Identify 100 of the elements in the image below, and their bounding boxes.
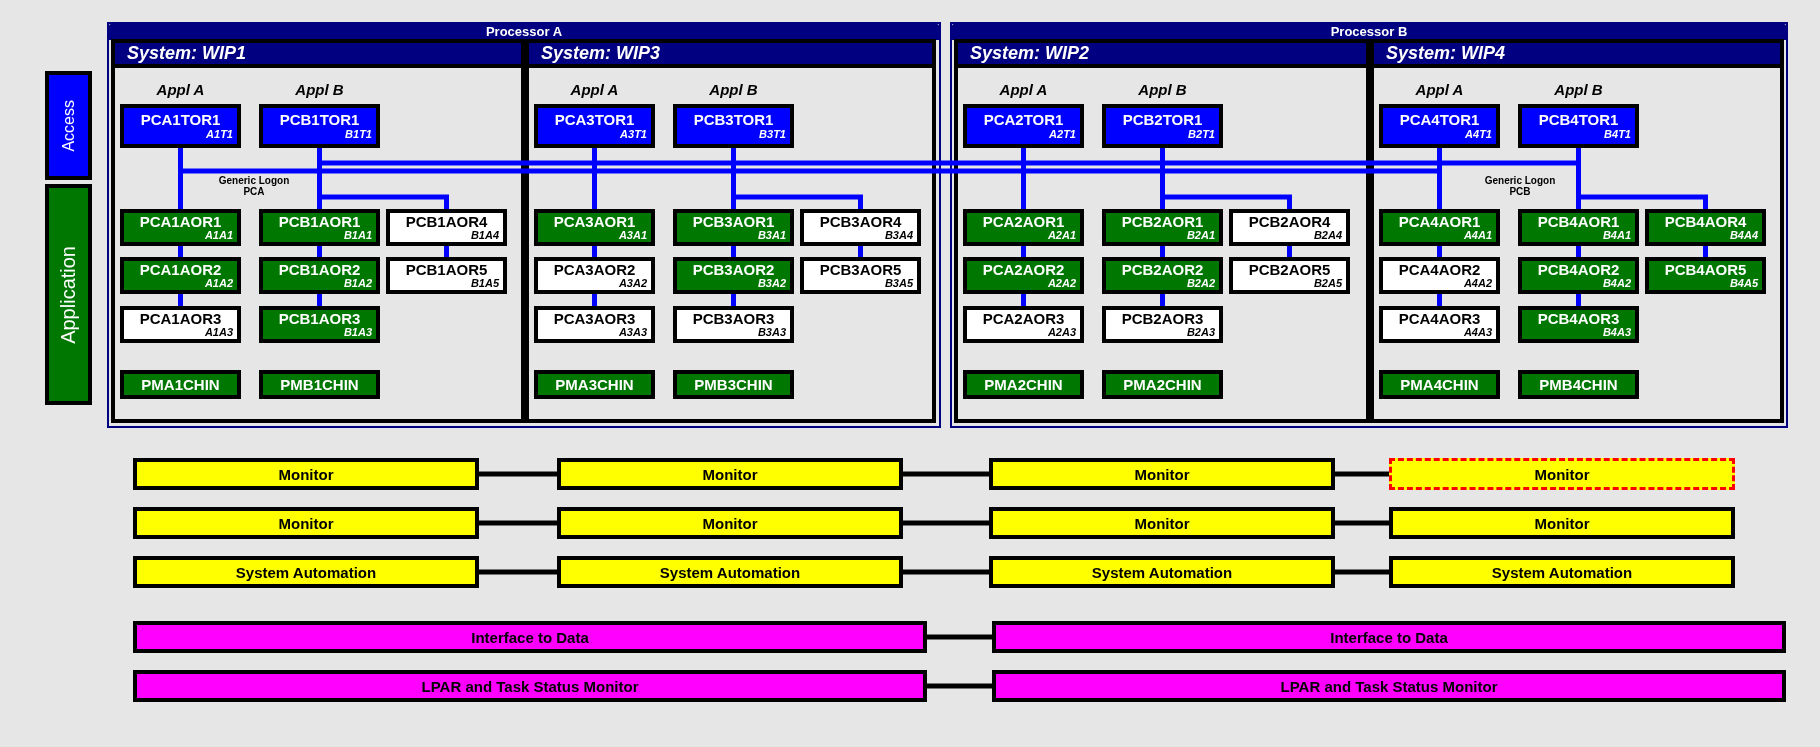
region-box [534, 370, 655, 399]
region-box [673, 306, 794, 343]
layer-bar [45, 71, 92, 180]
monitor-bar [989, 556, 1335, 588]
monitor-bar [133, 556, 479, 588]
region-id: B2A5 [1312, 277, 1342, 290]
region-box [1102, 306, 1223, 343]
region-box [534, 104, 655, 148]
column-heading: Appl A [1414, 81, 1465, 98]
connector-line [731, 246, 736, 257]
region-name: PCB1AOR4 [404, 213, 489, 230]
processor-title: Processor A [109, 24, 939, 40]
region-id: B4T1 [1603, 127, 1631, 140]
region-name: PMA2CHIN [983, 376, 1064, 393]
bar-text: Monitor [1134, 514, 1190, 532]
region-id: B1A2 [342, 277, 372, 290]
region-id: A2T1 [1048, 127, 1076, 140]
processor-panel [950, 22, 1788, 428]
connector-line [317, 294, 322, 306]
region-box [1518, 306, 1639, 343]
connector-line [178, 246, 183, 257]
interface-bar [133, 621, 927, 653]
bar-text: Monitor [1534, 514, 1590, 532]
region-name: PCB4TOR1 [1537, 112, 1620, 128]
connector-line [903, 569, 989, 575]
connector-line [1437, 294, 1442, 306]
system-panel [525, 39, 936, 423]
region-box [259, 257, 380, 294]
region-name: PMA3CHIN [554, 376, 635, 393]
processor-panel [107, 22, 941, 428]
region-name: PMA2CHIN [1122, 376, 1203, 393]
region-name: PCA1AOR2 [138, 261, 223, 278]
region-name: PCB3AOR5 [818, 261, 903, 278]
bar-text: LPAR and Task Status Monitor [421, 677, 639, 695]
region-box [673, 209, 794, 246]
region-name: PMB4CHIN [1538, 376, 1619, 393]
connector-line [731, 294, 736, 306]
region-box [120, 209, 241, 246]
region-name: PCA4TOR1 [1398, 112, 1481, 128]
system-title: System: WIP1 [115, 43, 521, 68]
connector-line [444, 246, 449, 257]
connector-line [1437, 246, 1442, 257]
region-name: PCA4AOR3 [1397, 310, 1482, 327]
connector-line [1576, 246, 1581, 257]
region-id: A2A1 [1046, 229, 1076, 242]
region-box [1379, 257, 1500, 294]
connector-line [927, 683, 992, 689]
system-panel [954, 39, 1370, 423]
region-id: B4A2 [1601, 277, 1631, 290]
connector-line [1335, 569, 1389, 575]
region-id: A2A2 [1046, 277, 1076, 290]
column-heading: Appl A [569, 81, 620, 98]
column-heading: Appl B [1137, 81, 1188, 98]
region-name: PMB1CHIN [279, 376, 360, 393]
region-box [963, 104, 1084, 148]
region-box [1379, 370, 1500, 399]
region-name: PCB4AOR1 [1536, 213, 1621, 230]
region-name: PCB2AOR5 [1247, 261, 1332, 278]
connector-line [903, 471, 989, 477]
region-box [1379, 209, 1500, 246]
interface-bar [992, 670, 1786, 702]
region-name: PCA2AOR2 [981, 261, 1066, 278]
connector-line [592, 294, 597, 306]
interface-bar [133, 670, 927, 702]
region-box [1518, 370, 1639, 399]
column-heading: Appl B [708, 81, 759, 98]
region-box [534, 257, 655, 294]
bar-text: System Automation [1491, 563, 1633, 581]
interface-bar [992, 621, 1786, 653]
region-box [673, 104, 794, 148]
region-name: PCB4AOR2 [1536, 261, 1621, 278]
region-box [534, 306, 655, 343]
region-id: B4A5 [1728, 277, 1758, 290]
region-name: PCB4AOR4 [1663, 213, 1748, 230]
region-id: B4A1 [1601, 229, 1631, 242]
region-id: B4A3 [1601, 326, 1631, 339]
monitor-bar [989, 507, 1335, 539]
region-box [1229, 257, 1350, 294]
connector-line [1021, 294, 1026, 306]
region-name: PCB4AOR5 [1663, 261, 1748, 278]
region-id: B2A1 [1185, 229, 1215, 242]
region-name: PMB3CHIN [693, 376, 774, 393]
region-name: PCB1AOR5 [404, 261, 489, 278]
monitor-bar [1389, 458, 1735, 490]
region-id: B1A4 [469, 229, 499, 242]
region-name: PCB2AOR3 [1120, 310, 1205, 327]
region-box [120, 306, 241, 343]
monitor-bar [557, 507, 903, 539]
region-id: A4T1 [1464, 127, 1492, 140]
region-box [963, 370, 1084, 399]
region-box [1102, 209, 1223, 246]
region-id: B3A2 [756, 277, 786, 290]
region-name: PCA1TOR1 [139, 112, 222, 128]
region-name: PCA1AOR1 [138, 213, 223, 230]
region-id: B2A2 [1185, 277, 1215, 290]
monitor-bar [133, 507, 479, 539]
system-title: System: WIP4 [1374, 43, 1780, 68]
region-name: PMA4CHIN [1399, 376, 1480, 393]
region-box [1379, 104, 1500, 148]
connector-line [1703, 246, 1708, 257]
